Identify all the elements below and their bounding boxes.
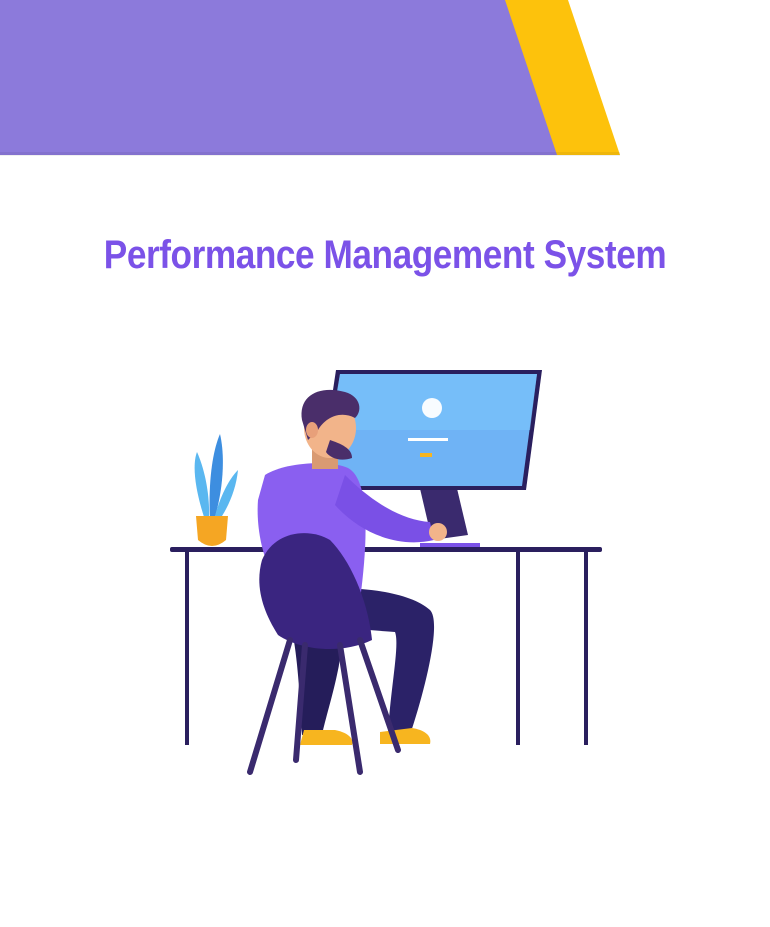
potted-plant <box>194 434 238 546</box>
screen-avatar-icon <box>422 398 442 418</box>
chair <box>247 533 401 775</box>
screen-button <box>420 453 432 457</box>
header-banner <box>0 0 620 156</box>
keyboard <box>420 543 480 547</box>
banner-yellow-stripe <box>500 0 620 155</box>
banner-shadow <box>0 152 620 156</box>
page-title: Performance Management System <box>103 233 667 277</box>
banner-purple-band <box>0 0 557 155</box>
screen-line <box>408 438 448 441</box>
workstation-illustration <box>170 370 602 775</box>
